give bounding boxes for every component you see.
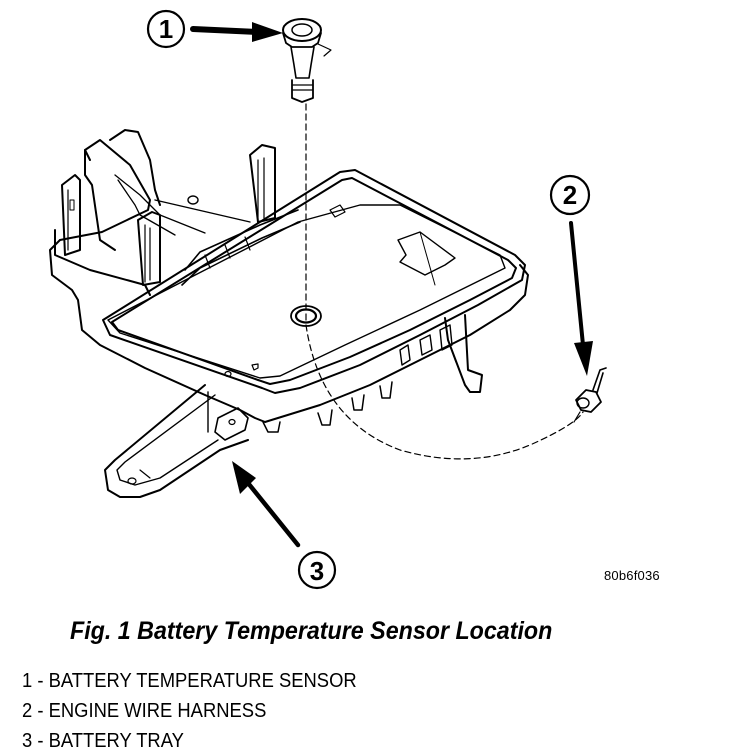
callout-1-number: 1	[159, 14, 173, 44]
dashed-leader-line	[305, 103, 584, 460]
legend-item: 1 - BATTERY TEMPERATURE SENSOR	[22, 670, 357, 692]
callout-arrows	[190, 22, 593, 548]
battery-tray-illustration: 1 2 3	[49, 9, 607, 590]
legend-item: 2 - ENGINE WIRE HARNESS	[22, 700, 267, 722]
callout-3-number: 3	[310, 556, 324, 586]
battery-temperature-sensor	[282, 18, 332, 103]
image-code: 80b6f036	[604, 568, 660, 583]
legend: 1 - BATTERY TEMPERATURE SENSOR 2 - ENGIN…	[22, 666, 386, 756]
battery-tray	[49, 129, 529, 498]
callout-3	[297, 550, 337, 590]
callout-2-number: 2	[563, 180, 577, 210]
engine-wire-harness	[573, 367, 607, 423]
callout-1	[146, 9, 186, 49]
figure-caption: Fig. 1 Battery Temperature Sensor Locati…	[70, 617, 553, 645]
callout-2	[549, 174, 591, 216]
legend-item: 3 - BATTERY TRAY	[22, 730, 184, 752]
